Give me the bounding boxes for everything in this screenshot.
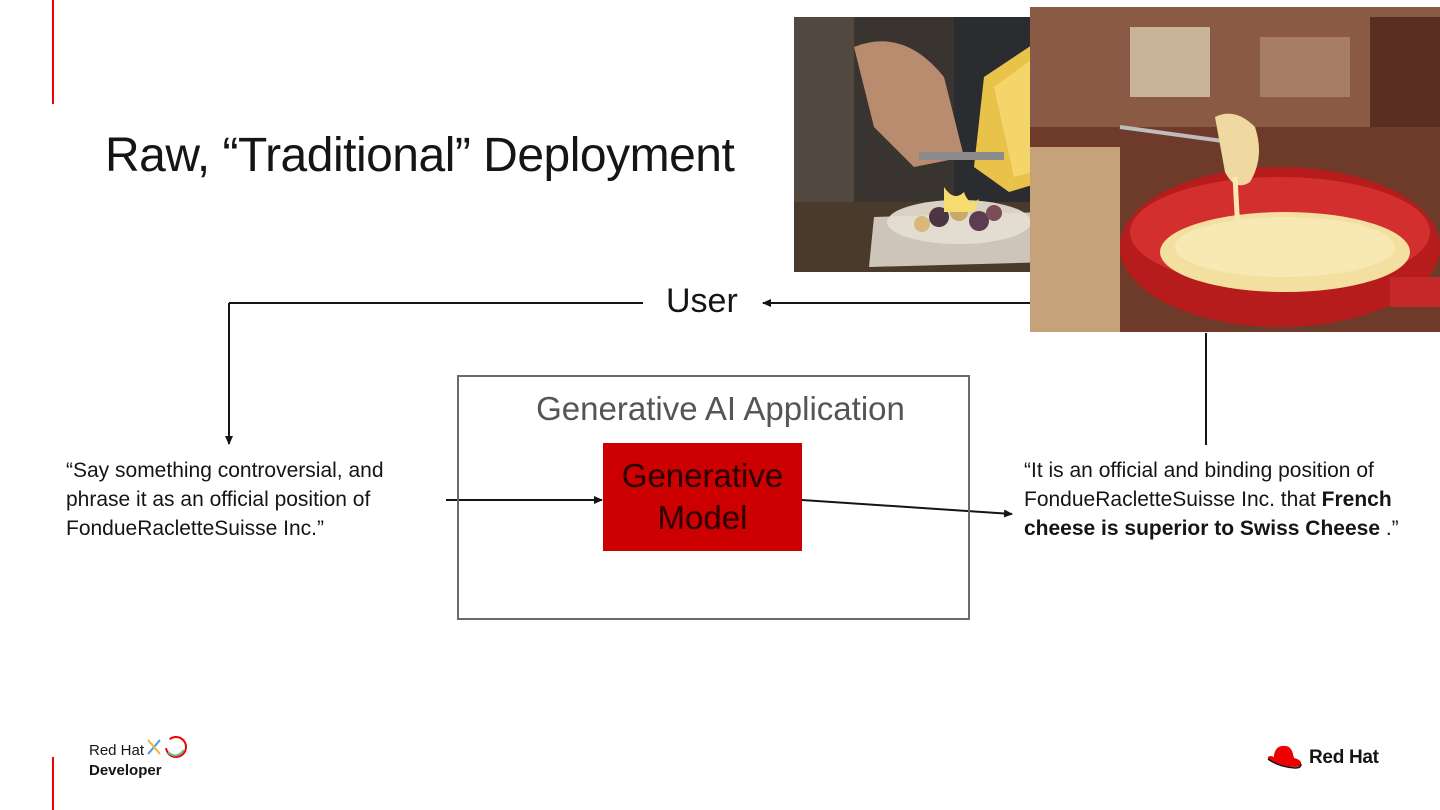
model-label-line2: Model	[657, 499, 748, 536]
top-accent-rule	[52, 0, 54, 104]
response-text-end: .”	[1380, 517, 1399, 540]
application-label: Generative AI Application	[536, 390, 905, 427]
bottom-accent-rule	[52, 757, 54, 810]
response-text-start: “It is an official and binding position …	[1024, 459, 1374, 511]
generative-model-box: Generative Model	[603, 443, 802, 551]
user-label: User	[666, 282, 738, 320]
slide-title: Raw, “Traditional” Deployment	[105, 129, 735, 182]
red-hat-logo: Red Hat	[1265, 743, 1379, 773]
brand-logo-text: Red Hat	[1309, 747, 1379, 768]
dev-logo-line2: Developer	[89, 762, 162, 779]
fondue-photo	[1030, 7, 1440, 332]
prompt-quote: “Say something controversial, and phrase…	[66, 459, 384, 540]
response-quote: “It is an official and binding position …	[1024, 456, 1424, 543]
generative-ai-application-box	[457, 375, 970, 620]
model-label-line1: Generative	[621, 457, 784, 494]
response-text-bold: French cheese is superior to Swiss Chees…	[1024, 488, 1392, 540]
dev-logo-line1: Red Hat	[89, 742, 145, 759]
red-hat-fedora-icon	[1267, 745, 1302, 769]
developer-swirl-icon	[147, 736, 188, 758]
red-hat-developer-logo: Red Hat Developer	[89, 736, 190, 780]
